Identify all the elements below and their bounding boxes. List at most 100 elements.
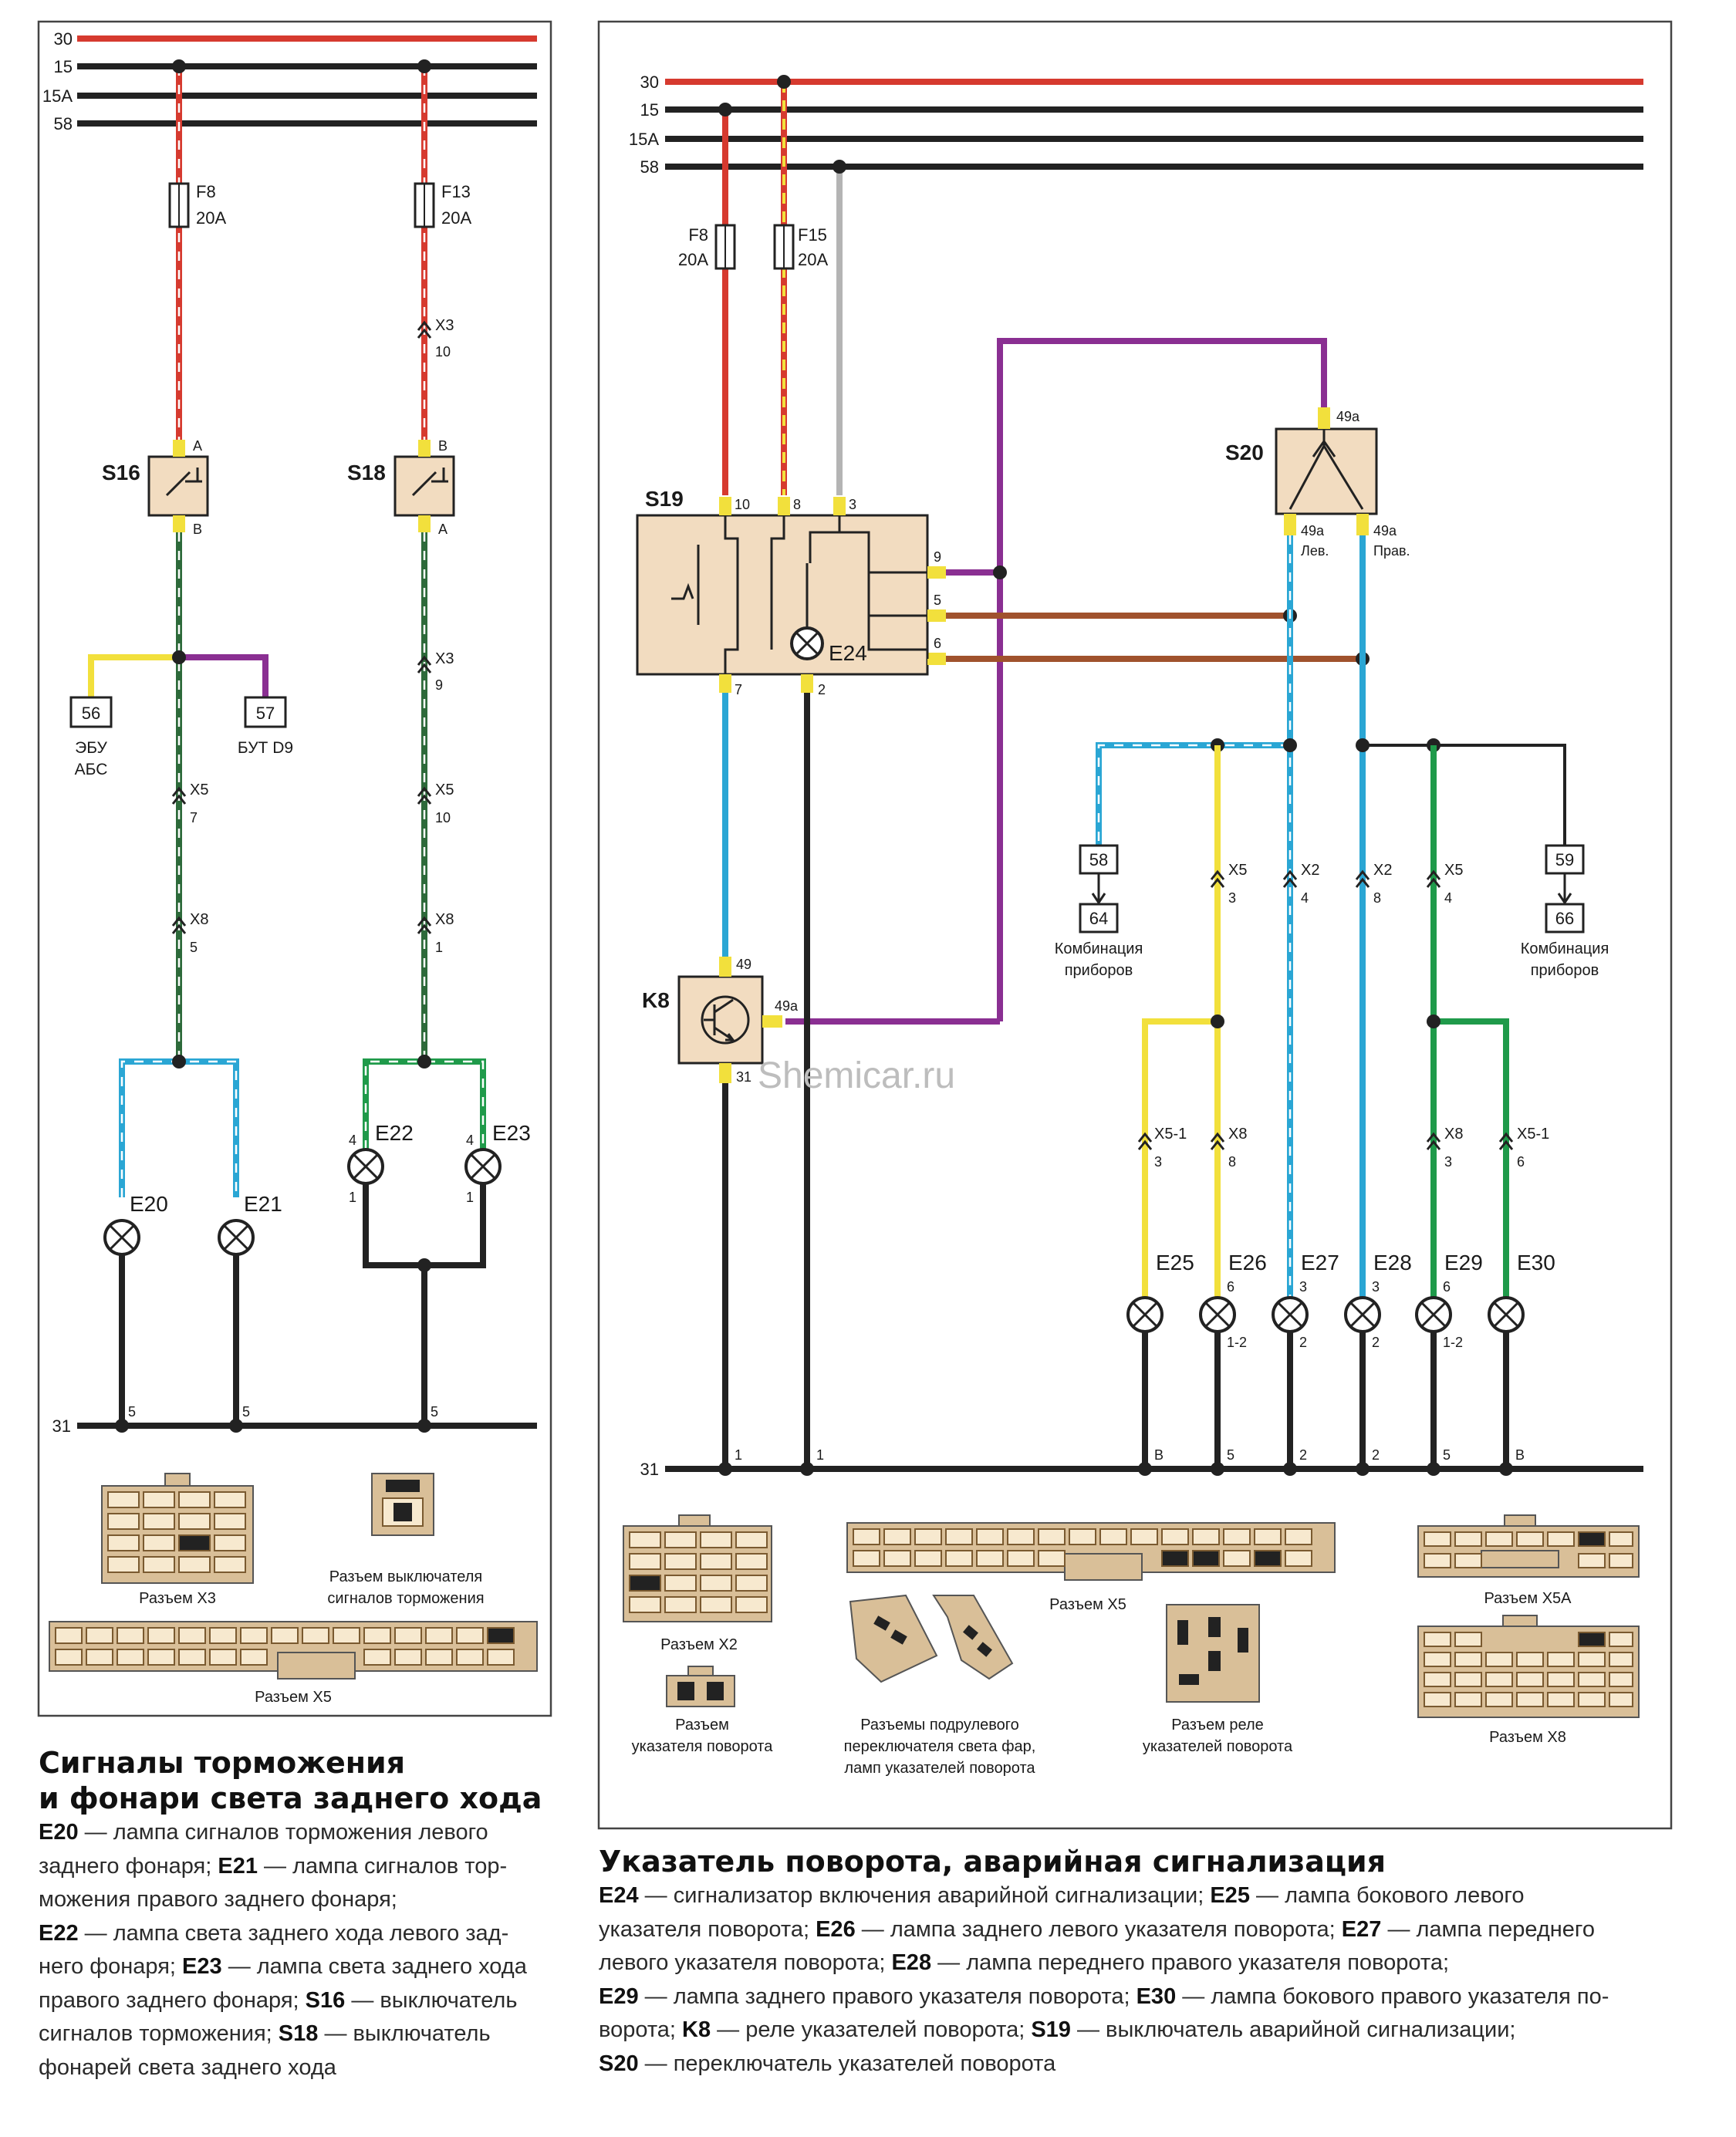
bus-label: 15 <box>640 100 659 120</box>
ground-pin: 5 <box>242 1404 250 1420</box>
connector-name: X8 <box>1444 1126 1463 1143</box>
lamp-feed-wires <box>119 1055 486 1197</box>
switch-pin: 6 <box>934 636 941 651</box>
connector-chevron-icon <box>1355 869 1370 888</box>
connector-name: X8 <box>190 911 208 928</box>
caption-span: — переключатель указателей поворота <box>638 2051 1056 2076</box>
right-panel: 30 15 15A 58 F8 20A F15 20A <box>597 20 1673 1830</box>
connector-x3-drawing <box>101 1473 254 1584</box>
left-turn-wires <box>1096 535 1297 1302</box>
caption-span: фонарей света заднего хода <box>39 2054 336 2080</box>
connector-pin: 3 <box>1154 1154 1162 1170</box>
connector-caption: Разъем X5 <box>255 1689 332 1706</box>
fuse-symbol <box>168 182 190 228</box>
lamp-pin: 3 <box>1372 1279 1380 1295</box>
connector-name: X8 <box>1228 1126 1247 1143</box>
lamp-icon <box>1344 1296 1381 1333</box>
bus-label: 15A <box>629 130 659 149</box>
connector-pin: 3 <box>1444 1154 1452 1170</box>
fuse-symbol <box>773 224 795 270</box>
bus-label: 15 <box>54 57 73 76</box>
left-panel: 30 15 15A 58 F8 20A F13 20A X3 10 <box>37 20 552 1717</box>
caption-span: — лампа сигналов тор- <box>257 1853 508 1879</box>
s19-k8-wires <box>722 693 810 1469</box>
lamp-pin: 1-2 <box>1443 1335 1463 1350</box>
terminal-num: 58 <box>1089 850 1108 869</box>
caption-line: заднего фонаря; E21 — лампа сигналов тор… <box>39 1850 563 1884</box>
lamp-label: E23 <box>492 1121 531 1145</box>
terminal-num: 56 <box>82 704 100 723</box>
lamp-icon <box>1199 1296 1236 1333</box>
caption-line: правого заднего фонаря; S16 — выключател… <box>39 1984 563 2018</box>
caption-span: указателя поворота; <box>599 1916 816 1942</box>
connector-name: X5-1 <box>1154 1126 1187 1143</box>
ground-pin: 2 <box>1372 1447 1380 1463</box>
hazard-switch-s19 <box>636 497 946 693</box>
connector-x5a-drawing <box>1417 1514 1640 1578</box>
connector-caption: Разъем X5A <box>1484 1590 1572 1607</box>
connector-caption: ламп указателей поворота <box>844 1760 1035 1777</box>
caption-line: E20 — лампа сигналов торможения левого <box>39 1816 563 1850</box>
switch-text: Лев. <box>1301 543 1329 559</box>
caption-code: S16 <box>305 1987 346 2013</box>
left-frame <box>37 20 552 1717</box>
caption-code: E21 <box>218 1853 258 1879</box>
caption-span: левого указателя поворота; <box>599 1950 892 1975</box>
ground-pin: B <box>1515 1447 1525 1463</box>
caption-code: E28 <box>891 1950 932 1975</box>
lamp-label: E20 <box>130 1192 168 1216</box>
connector-name: X5-1 <box>1517 1126 1549 1143</box>
bus-label: 30 <box>54 29 73 49</box>
connector-caption: переключателя света фар, <box>844 1738 1036 1755</box>
caption-line: левого указателя поворота; E28 — лампа п… <box>599 1946 1694 1980</box>
connector-chevron-icon <box>1210 1132 1225 1150</box>
caption-span: него фонаря; <box>39 1954 183 1979</box>
left-caption: Сигналы торможения и фонари света заднег… <box>39 1745 563 2085</box>
caption-span: — лампа бокового левого <box>1249 1883 1525 1908</box>
caption-code: E20 <box>39 1820 79 1845</box>
connector-brake-switch-drawing <box>371 1473 434 1536</box>
connector-caption: Разъем реле <box>1171 1717 1264 1734</box>
connector-caption: Разъем выключателя <box>329 1568 482 1585</box>
connector-x2-drawing <box>623 1514 772 1622</box>
fuse-id: F8 <box>196 182 216 201</box>
connector-name: X2 <box>1373 862 1392 879</box>
right-caption-text: E24 — сигнализатор включения аварийной с… <box>599 1879 1694 2081</box>
caption-code: E24 <box>599 1883 639 1908</box>
ground-pin: 5 <box>1443 1447 1451 1463</box>
caption-line: сигналов торможения; S18 — выключатель <box>39 2017 563 2051</box>
connector-chevron-icon <box>417 786 432 805</box>
caption-span: — выключатель аварийной сигнализации; <box>1070 2017 1516 2042</box>
caption-code: E22 <box>39 1920 79 1946</box>
tap-wires <box>88 650 269 697</box>
switch-pin: 7 <box>735 682 742 697</box>
connector-pin: 5 <box>190 940 198 955</box>
lamp-pin: 1 <box>349 1190 356 1205</box>
left-bus-lines <box>77 35 537 127</box>
fuse-id: F8 <box>688 225 708 245</box>
lamp-label: E27 <box>1301 1251 1339 1274</box>
caption-line: E29 — лампа заднего правого указателя по… <box>599 1980 1694 2014</box>
caption-span: правого заднего фонаря; <box>39 1987 306 2013</box>
ground-pin: 1 <box>735 1447 742 1463</box>
connector-pin: 4 <box>1301 890 1309 906</box>
left-green-wires <box>176 532 427 1062</box>
right-bus-lines <box>665 79 1643 170</box>
connector-name: X5 <box>435 782 454 798</box>
caption-code: S20 <box>599 2051 639 2076</box>
terminal-label: приборов <box>1065 962 1133 979</box>
caption-span: ворота; <box>599 2017 683 2042</box>
lamp-label: E21 <box>244 1192 282 1216</box>
switch-s18 <box>393 440 455 532</box>
lamp-icon <box>1488 1296 1525 1333</box>
connector-chevron-icon <box>1137 1132 1153 1150</box>
lamp-pin: 3 <box>1299 1279 1307 1295</box>
lamp-label: E30 <box>1517 1251 1555 1274</box>
left-caption-text: E20 — лампа сигналов торможения левого з… <box>39 1816 563 2085</box>
caption-span: можения правого заднего фонаря; <box>39 1887 397 1912</box>
ground-label: 31 <box>52 1416 71 1436</box>
lamp-icon <box>1272 1296 1309 1333</box>
lamp-icon <box>347 1148 384 1185</box>
switch-pin: 8 <box>793 497 801 512</box>
